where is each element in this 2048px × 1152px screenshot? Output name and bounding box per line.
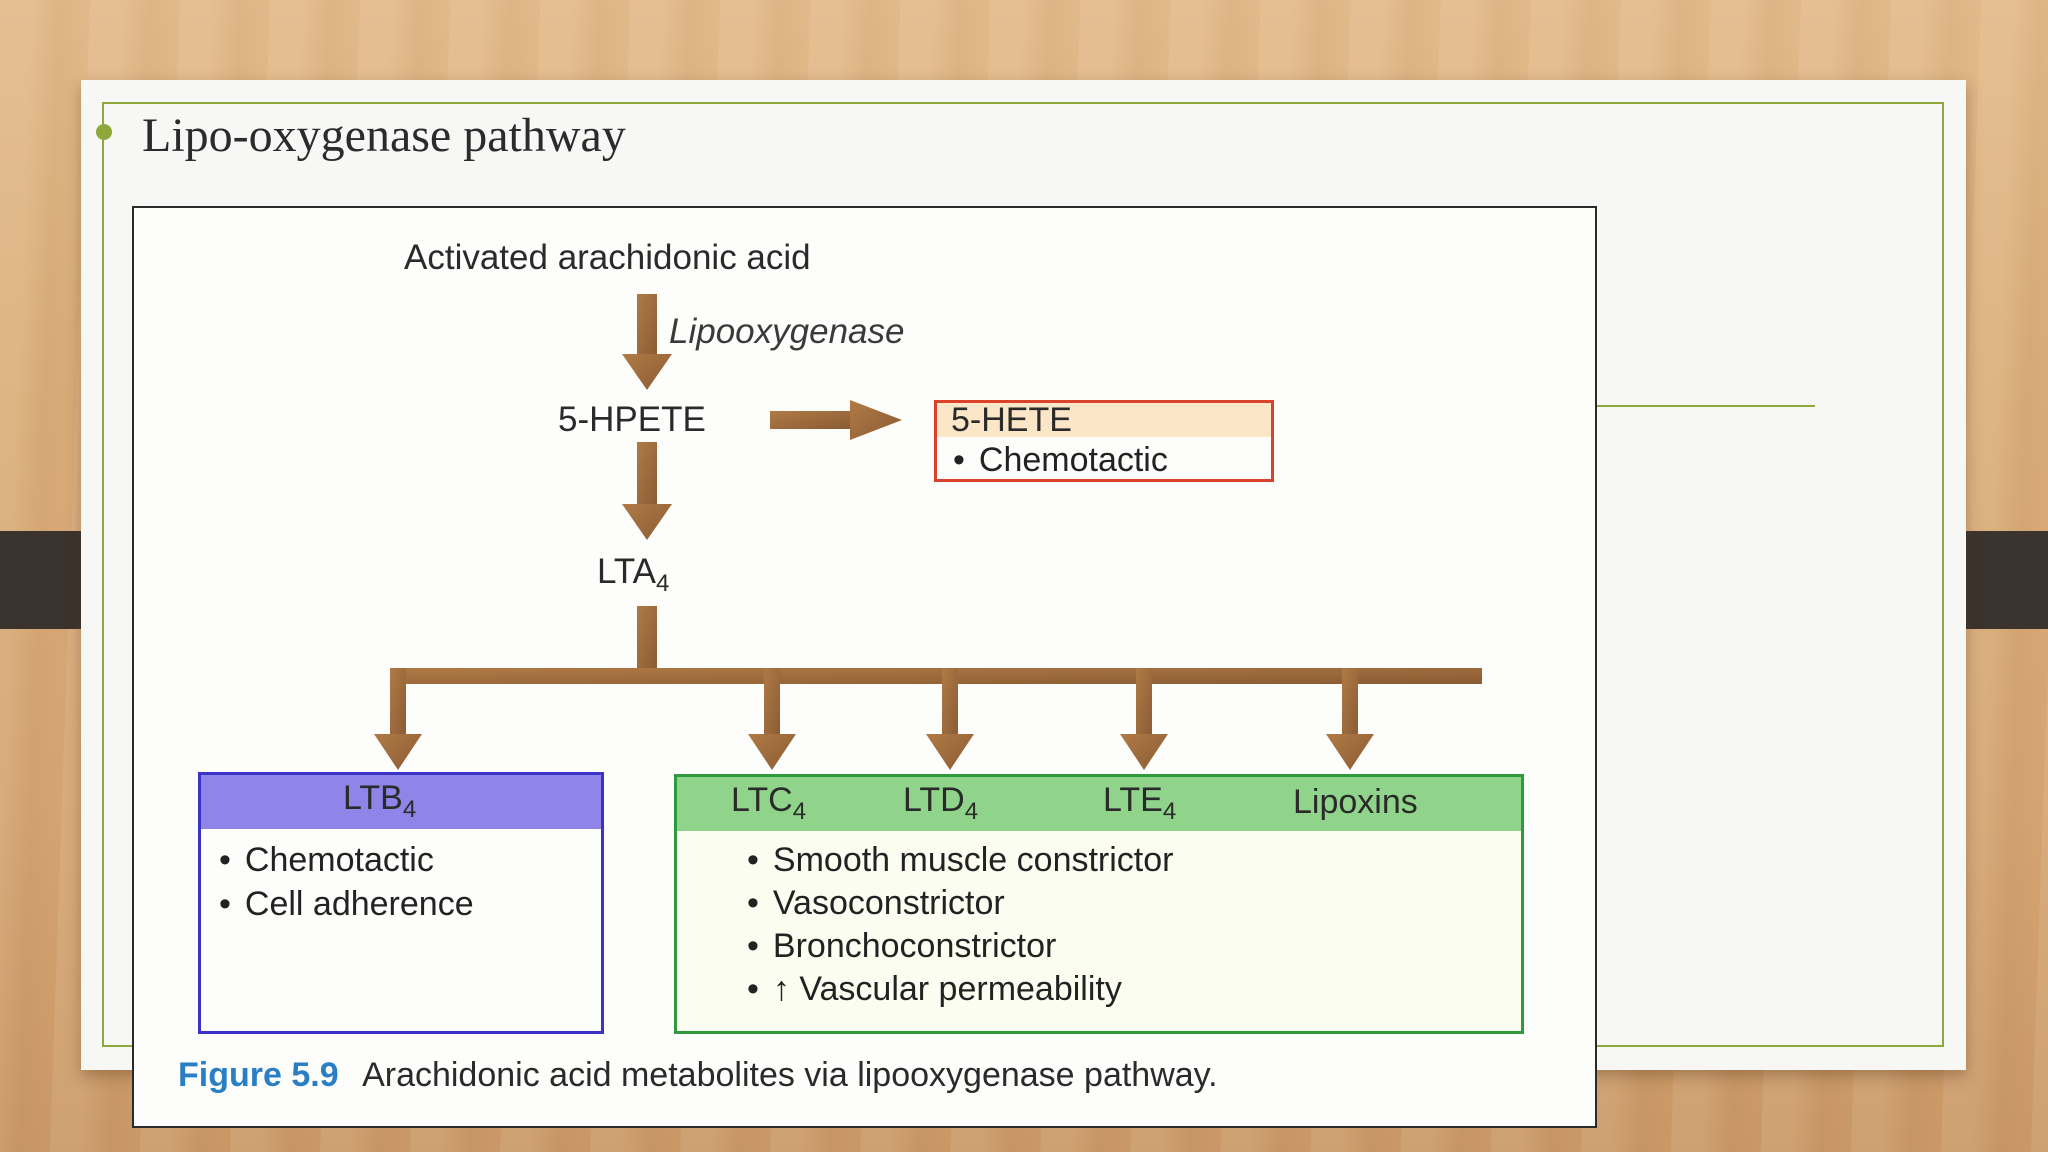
green-item-3: Bronchoconstrictor <box>747 927 1056 966</box>
ltd4-header: LTD4 <box>903 781 979 825</box>
caption-text: Arachidonic acid metabolites via lipooxy… <box>362 1056 1218 1094</box>
ltb4-item-1: Chemotactic <box>219 841 434 880</box>
lte4-header: LTE4 <box>1103 781 1177 825</box>
slide-title: Lipo-oxygenase pathway <box>142 109 626 162</box>
lipoxins-header: Lipoxins <box>1293 783 1418 821</box>
hete-box-header <box>937 403 1271 437</box>
hete-box-title: 5-HETE <box>951 401 1072 439</box>
ltc4-header: LTC4 <box>731 781 807 825</box>
green-item-1: Smooth muscle constrictor <box>747 841 1174 880</box>
arrow-down-1 <box>622 294 672 390</box>
title-bullet <box>96 124 112 140</box>
lta4-label: LTA4 <box>597 552 670 597</box>
green-item-4: ↑ Vascular permeability <box>747 970 1122 1009</box>
ltb4-box: LTB4 Chemotactic Cell adherence <box>198 772 604 1034</box>
ltb4-title: LTB4 <box>343 779 417 823</box>
green-item-2: Vasoconstrictor <box>747 884 1005 923</box>
arrow-right <box>770 400 902 440</box>
arrow-layer <box>374 294 1482 770</box>
caption-number: Figure 5.9 <box>178 1056 339 1094</box>
arrow-down-2 <box>622 442 672 540</box>
figure-caption: Figure 5.9 Arachidonic acid metabolites … <box>178 1056 1218 1095</box>
ltb4-box-header <box>201 775 601 829</box>
accent-line <box>1595 405 1815 407</box>
pathway-figure: Activated arachidonic acid Lipooxygenase… <box>132 206 1597 1128</box>
hete-box: 5-HETE Chemotactic <box>934 400 1274 482</box>
hpete-label: 5-HPETE <box>558 400 706 439</box>
lipooxygenase-label: Lipooxygenase <box>669 312 905 351</box>
ltb4-item-2: Cell adherence <box>219 885 474 924</box>
arachidonic-acid-label: Activated arachidonic acid <box>404 238 811 277</box>
leukotriene-box-header <box>677 777 1521 831</box>
branch-arrows <box>374 606 1482 770</box>
leukotriene-box: LTC4 LTD4 LTE4 Lipoxins Smooth muscle co… <box>674 774 1524 1034</box>
hete-item-1: Chemotactic <box>953 441 1168 480</box>
